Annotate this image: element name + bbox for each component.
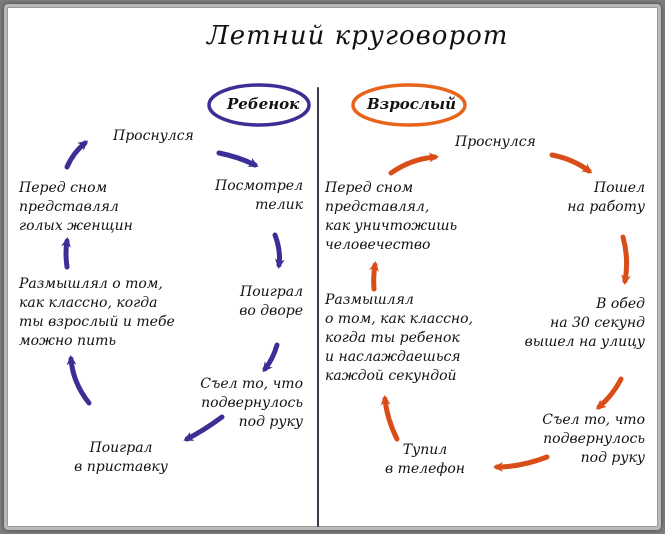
adult-label-circle [351,83,467,127]
adult-step-before-sleep: Перед сном представлял, как уничтожишь ч… [325,180,458,253]
child-arrow-4 [183,414,225,442]
arrows-layer [61,83,631,472]
page-title: Летний круговорот [207,21,509,51]
adult-arrow-4 [595,376,624,410]
child-step-woke-up: Проснулся [113,128,194,144]
center-divider [317,87,319,527]
adult-step-lunch: В обед на 30 секунд вышел на улицу [524,296,645,350]
child-label-circle [207,83,311,127]
whiteboard: Летний круговорот Ребено [4,4,661,530]
child-arrow-2 [272,232,285,269]
child-arrow-7 [64,140,89,170]
adult-arrow-1 [388,152,439,176]
adult-arrow-3 [620,234,631,285]
child-arrow-1 [216,150,259,168]
adult-arrow-2 [549,152,593,174]
adult-label: Взрослый [367,95,457,113]
child-step-played-outside: Поиграл во дворе [239,284,303,319]
adult-step-thought: Размышлял о том, как классно, когда ты р… [325,292,474,384]
adult-step-woke-up: Проснулся [455,134,536,150]
child-step-played-console: Поиграл в приставку [74,440,168,475]
adult-step-ate: Съел то, что подвернулось под руку [542,412,645,466]
child-step-watched-tv: Посмотрел телик [215,178,303,213]
adult-step-went-work: Пошел на работу [567,180,645,215]
child-step-thought: Размышлял о том, как классно, когда ты в… [19,276,175,349]
adult-arrow-6 [380,395,400,442]
child-step-before-sleep: Перед сном представлял голых женщин [19,180,133,234]
child-arrow-6 [61,237,71,270]
child-arrow-3 [262,342,280,373]
child-arrow-5 [66,355,92,406]
child-step-ate: Съел то, что подвернулось под руку [200,376,303,430]
adult-step-phone: Тупил в телефон [385,442,465,477]
adult-arrow-5 [493,454,550,472]
child-label: Ребенок [227,95,300,113]
adult-arrow-7 [369,261,379,292]
